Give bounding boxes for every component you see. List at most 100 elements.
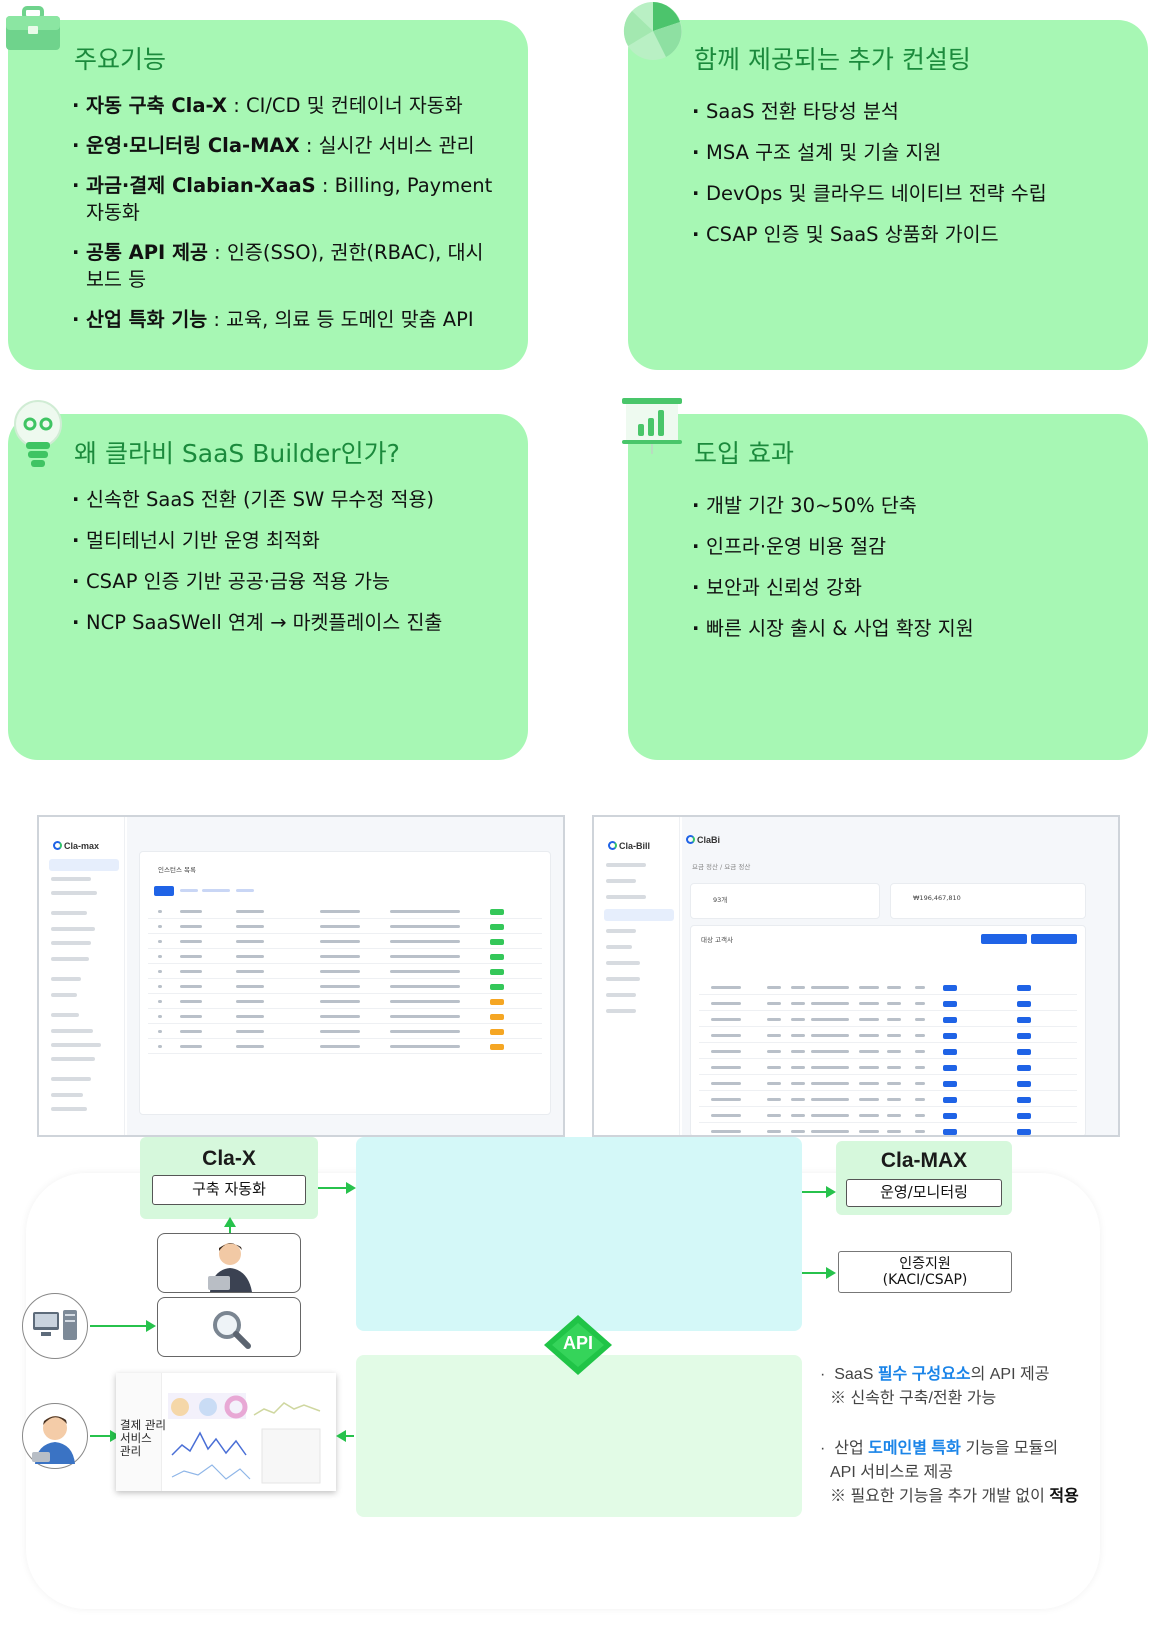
- developer-box: [157, 1233, 301, 1293]
- status-badge: [490, 1029, 504, 1035]
- status-badge: [943, 1081, 957, 1087]
- table-cell: [390, 1030, 460, 1033]
- user-avatar-icon: [32, 1416, 75, 1464]
- table-cell: [915, 1082, 925, 1085]
- cla-bill-logo: Cla-Bill: [608, 841, 650, 851]
- table-cell: [859, 1098, 879, 1101]
- why-card: 왜 클라비 SaaS Builder인가? 신속한 SaaS 전환 (기존 SW…: [8, 400, 528, 760]
- bar-chart-board-icon: [622, 398, 682, 454]
- table-cell: [811, 986, 849, 989]
- table-row: [699, 1042, 1077, 1043]
- note-essential-api: · SaaS 필수 구성요소의 API 제공 ※ 신속한 구축/전환 가능: [820, 1366, 1050, 1407]
- cla-max-box: Cla-MAX 운영/모니터링: [836, 1141, 1012, 1215]
- table-cell: [767, 986, 781, 989]
- table-cell: [320, 1045, 360, 1048]
- table-cell: [915, 1066, 925, 1069]
- table-row: [148, 1038, 542, 1039]
- table-row: [699, 994, 1077, 995]
- table-cell: [320, 940, 360, 943]
- auth-support-box: 인증지원 (KACI/CSAP): [838, 1251, 1012, 1293]
- sidebar: Cla-Bill: [594, 817, 680, 1135]
- main-area: ClaBi 요금 정산 / 요금 정산 93개 ₩196,467,810 대상 …: [682, 817, 1118, 1135]
- table-cell: [711, 1114, 741, 1117]
- table-row: [148, 978, 542, 979]
- instance-panel: 인스턴스 목록: [139, 851, 551, 1115]
- consulting-card: 함께 제공되는 추가 컨설팅 SaaS 전환 타당성 분석 MSA 구조 설계 …: [623, 2, 1148, 370]
- status-badge: [490, 909, 504, 915]
- table-cell: [180, 1015, 202, 1018]
- search-box: [157, 1297, 301, 1357]
- table-row: [699, 1106, 1077, 1107]
- dashboard-charts-icon: [171, 1395, 321, 1484]
- computer-server-circle: [22, 1293, 88, 1359]
- table-cell: [887, 1130, 901, 1133]
- briefcase-icon: [6, 6, 60, 50]
- table-cell: [811, 1018, 849, 1021]
- magnifier-icon: [213, 1311, 251, 1349]
- breadcrumb: 요금 정산 / 요금 정산: [692, 863, 751, 871]
- table-cell: [390, 1000, 460, 1003]
- table-cell: [158, 1030, 162, 1033]
- table-cell: [158, 1000, 162, 1003]
- table-cell: [767, 1130, 781, 1133]
- feature-list: 자동 구축 Cla-X : CI/CD 및 컨테이너 자동화 운영·모니터링 C…: [72, 92, 498, 346]
- status-badge: [943, 1065, 957, 1071]
- table-cell: [236, 1030, 264, 1033]
- table-cell: [859, 1002, 879, 1005]
- table-cell: [158, 955, 162, 958]
- status-badge: [490, 1044, 504, 1050]
- table-cell: [180, 940, 202, 943]
- table-cell: [811, 1114, 849, 1117]
- table-cell: [791, 1066, 805, 1069]
- status-badge: [1017, 1017, 1031, 1023]
- cla-max-logo: Cla-max: [53, 841, 99, 851]
- table-cell: [320, 985, 360, 988]
- list-item: CSAP 인증 기반 공공·금융 적용 가능: [72, 568, 498, 595]
- table-cell: [390, 910, 460, 913]
- table-cell: [859, 1130, 879, 1133]
- table-cell: [320, 910, 360, 913]
- status-badge: [490, 939, 504, 945]
- table-row: [699, 1122, 1077, 1123]
- status-badge: [943, 1001, 957, 1007]
- table-cell: [859, 1114, 879, 1117]
- table-cell: [811, 1130, 849, 1133]
- table-cell: [791, 1050, 805, 1053]
- table-row: [148, 993, 542, 994]
- status-badge: [943, 1113, 957, 1119]
- clabi-logo: ClaBi: [686, 835, 720, 845]
- table-cell: [887, 986, 901, 989]
- table-cell: [811, 1034, 849, 1037]
- note-domain-api: · 산업 도메인별 특화 기능을 모듈의 API 서비스로 제공 ※ 필요한 기…: [820, 1440, 1079, 1505]
- status-badge: [1017, 1065, 1031, 1071]
- why-list: 신속한 SaaS 전환 (기존 SW 무수정 적용) 멀티테넌시 기반 운영 최…: [72, 486, 498, 650]
- table-cell: [811, 1098, 849, 1101]
- table-cell: [320, 1015, 360, 1018]
- table-cell: [236, 925, 264, 928]
- table-cell: [320, 955, 360, 958]
- user-circle: [22, 1403, 88, 1469]
- table-cell: [158, 1045, 162, 1048]
- table-cell: [767, 1082, 781, 1085]
- effect-list: 개발 기간 30~50% 단축 인프라·운영 비용 절감 보안과 신뢰성 강화 …: [692, 492, 1118, 656]
- list-item: DevOps 및 클라우드 네이티브 전략 수립: [692, 180, 1118, 207]
- status-badge: [490, 924, 504, 930]
- table-row: [699, 1026, 1077, 1027]
- table-cell: [767, 1018, 781, 1021]
- table-cell: [811, 1050, 849, 1053]
- table-row: [699, 1058, 1077, 1059]
- table-cell: [320, 970, 360, 973]
- card-title: 도입 효과: [694, 439, 794, 468]
- status-badge: [490, 984, 504, 990]
- effect-card: 도입 효과 개발 기간 30~50% 단축 인프라·운영 비용 절감 보안과 신…: [622, 398, 1148, 760]
- table-cell: [887, 1050, 901, 1053]
- arrow: [90, 1430, 120, 1442]
- cla-x-label: 구축 자동화: [152, 1175, 306, 1205]
- table-cell: [236, 985, 264, 988]
- list-item: 자동 구축 Cla-X : CI/CD 및 컨테이너 자동화: [72, 92, 498, 119]
- table-cell: [158, 1015, 162, 1018]
- table-cell: [236, 1000, 264, 1003]
- table-cell: [236, 1015, 264, 1018]
- list-item: 산업 특화 기능 : 교육, 의료 등 도메인 맞춤 API: [72, 306, 498, 333]
- table-cell: [711, 1082, 741, 1085]
